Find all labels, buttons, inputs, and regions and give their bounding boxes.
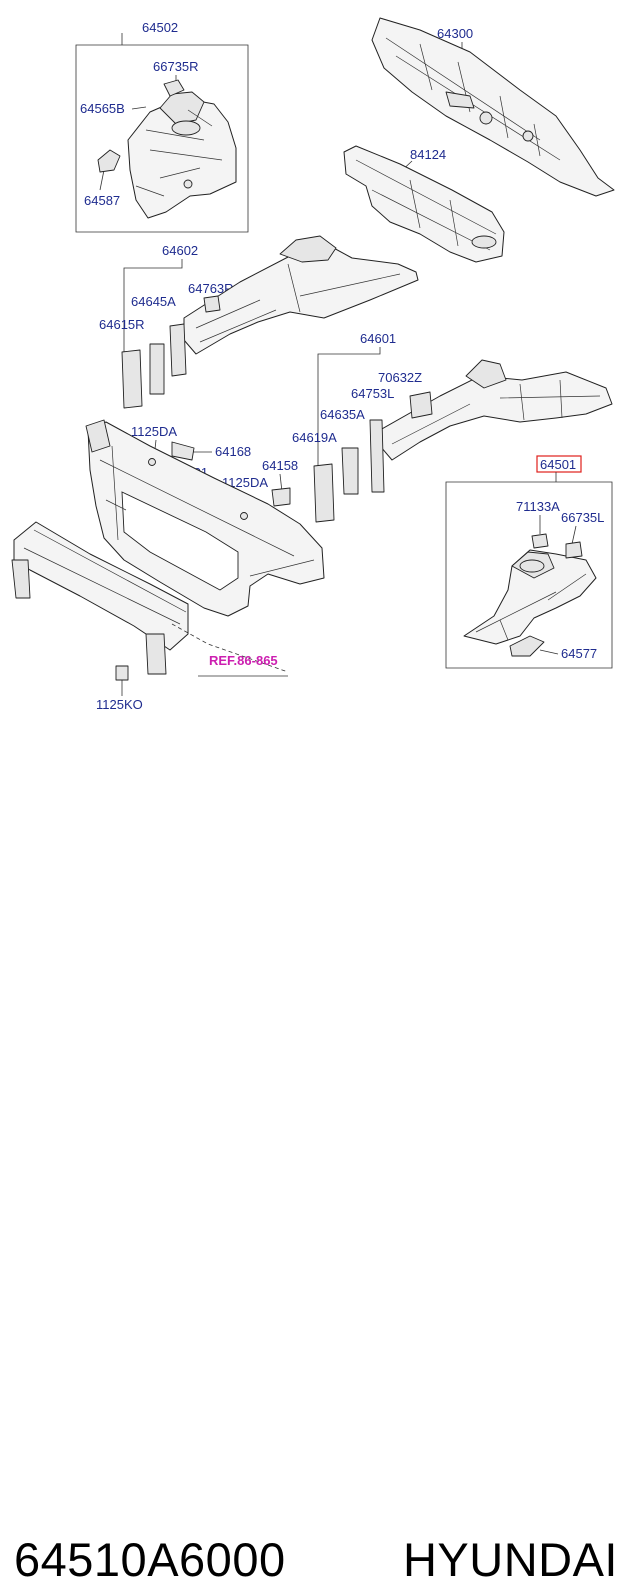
label-1125DA-b: 1125DA bbox=[222, 475, 268, 490]
label-71133A: 71133A bbox=[516, 499, 560, 514]
label-64565B: 64565B bbox=[80, 101, 125, 116]
brand-name: HYUNDAI bbox=[402, 1533, 618, 1586]
label-70632Z: 70632Z bbox=[378, 370, 422, 385]
label-64502: 64502 bbox=[142, 20, 178, 35]
group-64101: 1125DA 64168 64101 64158 1125DA bbox=[85, 419, 325, 617]
group-64501: 64501 71133A 66735L 64577 bbox=[445, 455, 613, 669]
label-64602: 64602 bbox=[162, 243, 198, 258]
label-64635A: 64635A bbox=[320, 407, 365, 422]
group-64502: 64502 66735R 64565B 64587 bbox=[75, 20, 249, 233]
label-66735R: 66735R bbox=[153, 59, 199, 74]
label-64577: 64577 bbox=[561, 646, 597, 661]
label-1125KO: 1125KO bbox=[96, 697, 143, 712]
label-66735L: 66735L bbox=[561, 510, 604, 525]
highlight-box bbox=[536, 455, 582, 473]
label-64763R: 64763R bbox=[188, 281, 234, 296]
parts-diagram: 64502 66735R 64565B 64587 64300 84124 64… bbox=[11, 17, 615, 712]
label-64587: 64587 bbox=[84, 193, 120, 208]
footer: 64510A6000 HYUNDAI bbox=[0, 760, 632, 1586]
group-bumper-beam: REF.86-865 1125KO bbox=[11, 521, 289, 712]
label-64619A: 64619A bbox=[292, 430, 337, 445]
label-64645A: 64645A bbox=[131, 294, 176, 309]
label-64753L: 64753L bbox=[351, 386, 394, 401]
label-64300: 64300 bbox=[437, 26, 473, 41]
label-64168: 64168 bbox=[215, 444, 251, 459]
group-64602: 64602 64763R 64645A 64615R bbox=[99, 235, 419, 409]
group-84124: 84124 bbox=[343, 145, 505, 263]
label-64501: 64501 bbox=[540, 457, 576, 472]
group-64601: 64601 70632Z 64753L 64635A 64619A bbox=[292, 331, 613, 523]
group-64300: 64300 bbox=[371, 17, 615, 197]
ref-86-865: REF.86-865 bbox=[209, 653, 278, 668]
label-64615R: 64615R bbox=[99, 317, 145, 332]
label-64601: 64601 bbox=[360, 331, 396, 346]
label-84124: 84124 bbox=[410, 147, 446, 162]
label-1125DA-a: 1125DA bbox=[131, 424, 177, 439]
label-64158: 64158 bbox=[262, 458, 298, 473]
part-number: 64510A6000 bbox=[14, 1533, 286, 1586]
